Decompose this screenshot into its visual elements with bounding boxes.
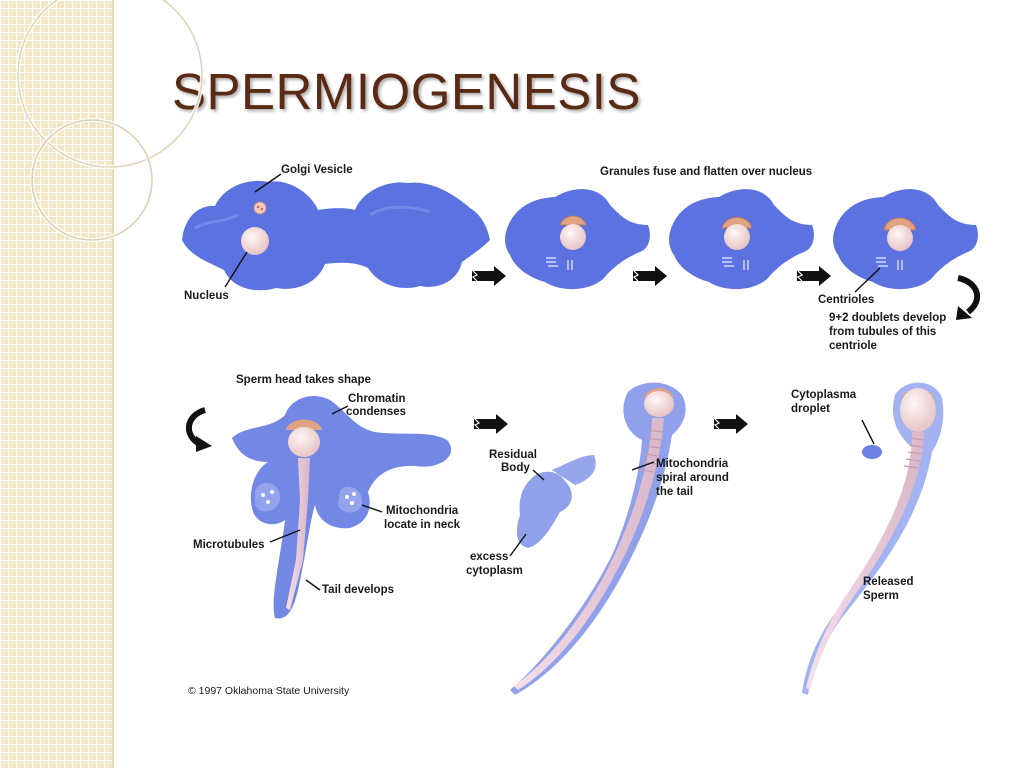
curved-arrow-left (186, 407, 212, 452)
label-doublets-3: centriole (829, 340, 877, 352)
label-released-1: Released (863, 576, 914, 588)
label-mito-spiral-1: Mitochondria (656, 458, 729, 470)
label-chromatin-1: Chromatin (348, 393, 406, 405)
stage-cell-1 (505, 189, 650, 290)
label-centrioles: Centrioles (818, 294, 874, 306)
label-golgi-vesicle: Golgi Vesicle (281, 164, 353, 176)
slide-title: SPERMIOGENESIS (172, 63, 641, 120)
arrow-3 (796, 265, 832, 287)
released-sperm (802, 382, 944, 695)
developing-sperm-cell (232, 395, 452, 619)
label-mito-spiral-3: the tail (656, 486, 693, 498)
arrow-4 (473, 413, 509, 435)
label-doublets-2: from tubules of this (829, 326, 936, 338)
label-cyto-droplet-1: Cytoplasma (791, 389, 857, 401)
label-sperm-head: Sperm head takes shape (236, 374, 371, 386)
golgi-vesicle (253, 201, 267, 215)
copyright-note: © 1997 Oklahoma State University (188, 685, 350, 697)
label-cyto-droplet-2: droplet (791, 403, 830, 415)
stage-cell-3 (833, 189, 978, 290)
spermatid-cells (182, 180, 490, 291)
arrow-1 (471, 265, 507, 287)
nucleus (241, 227, 269, 255)
label-nucleus: Nucleus (184, 290, 229, 302)
decorative-sidebar (0, 0, 112, 768)
label-residual-2: Body (501, 462, 530, 474)
label-mito-neck-2: locate in neck (384, 519, 461, 531)
label-residual-1: Residual (489, 449, 537, 461)
decorative-circles (16, 0, 204, 242)
label-microtubules: Microtubules (193, 539, 265, 551)
label-excess-2: cytoplasm (466, 565, 523, 577)
sidebar-edge (112, 0, 114, 768)
label-mito-neck-1: Mitochondria (386, 505, 459, 517)
stage-cell-2 (669, 189, 814, 290)
label-doublets-1: 9+2 doublets develop (829, 312, 946, 324)
label-released-2: Sperm (863, 590, 899, 602)
arrow-5 (713, 413, 749, 435)
arrow-2 (632, 265, 668, 287)
label-excess-1: excess (470, 551, 508, 563)
curved-arrow-right (956, 275, 981, 320)
label-granules: Granules fuse and flatten over nucleus (600, 166, 812, 178)
label-tail-develops: Tail develops (322, 584, 394, 596)
label-chromatin-2: condenses (346, 406, 406, 418)
label-mito-spiral-2: spiral around (656, 472, 729, 484)
elongating-sperm (510, 382, 686, 695)
